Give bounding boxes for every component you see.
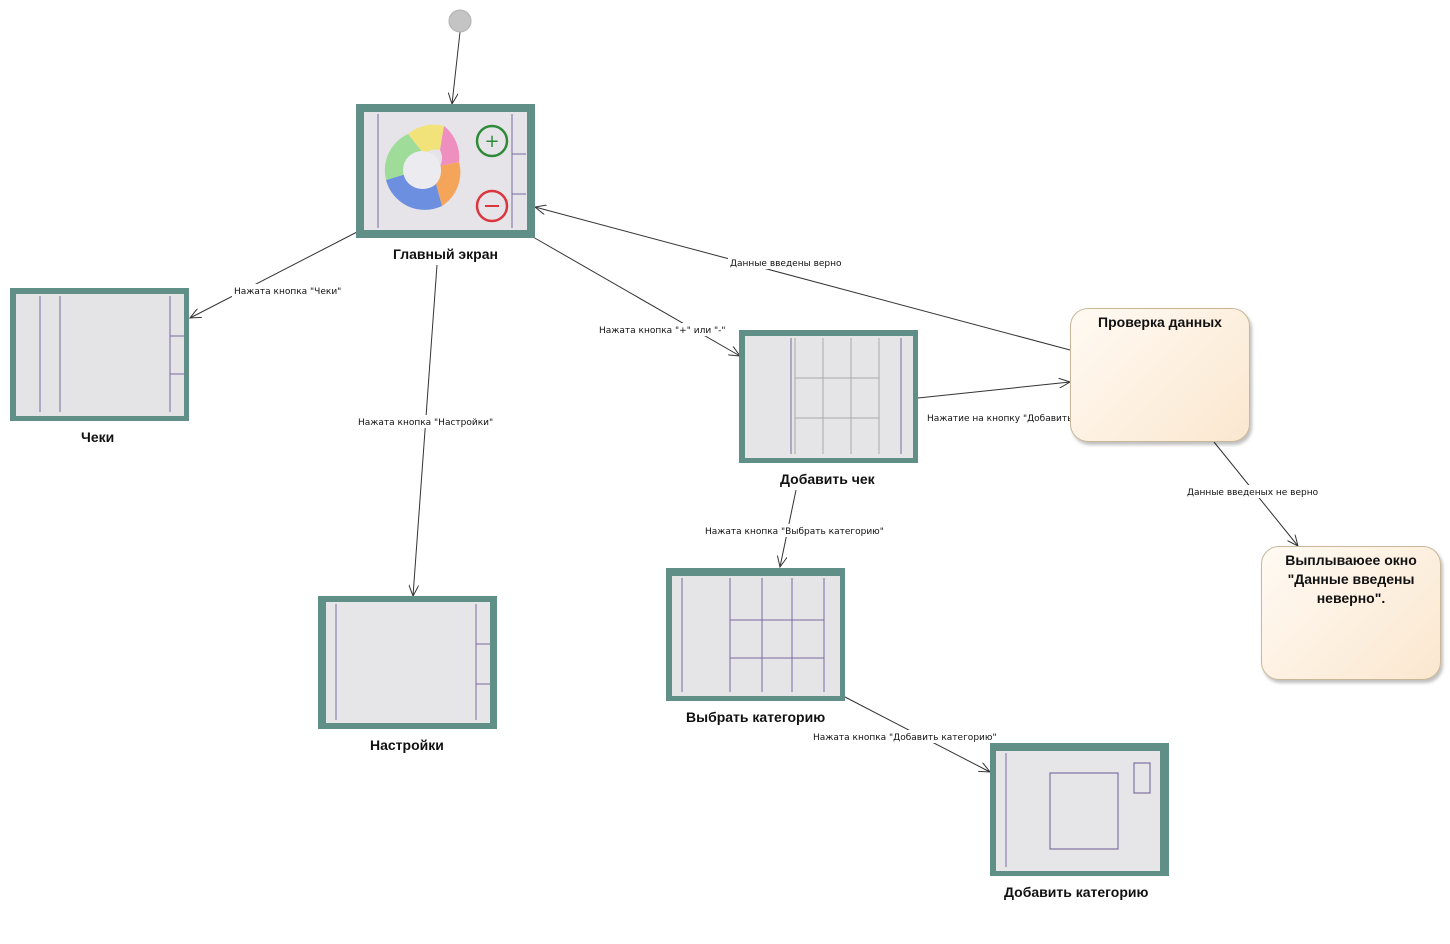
edge-label-data-bad: Данные введеных не верно: [1187, 488, 1319, 498]
node-caption-choose-category: Выбрать категорию: [686, 709, 826, 725]
choose-category-screen-photo: [666, 568, 845, 701]
edge-label-press-add: Нажатие на кнопку "Добавить": [927, 414, 1077, 424]
add-category-screen-photo: [990, 743, 1169, 876]
edge-start-to-main: [452, 31, 461, 104]
edge-main-to-settings: [413, 264, 438, 596]
node-caption-add-check: Добавить чек: [780, 471, 875, 487]
edge-label-data-ok: Данные введены верно: [730, 259, 842, 269]
node-caption-main: Главный экран: [393, 246, 498, 262]
edge-validate-to-main: [535, 207, 1071, 351]
edge-label-to-checks: Нажата кнопка "Чеки": [234, 287, 341, 297]
state-error-popup: Выплываюее окно "Данные введены неверно"…: [1261, 546, 1441, 680]
edge-label-to-add-check: Нажата кнопка "+" или "-": [599, 326, 726, 336]
node-caption-add-category: Добавить категорию: [1004, 884, 1149, 900]
edge-label-to-choose-category: Нажата кнопка "Выбрать категорию": [705, 527, 884, 537]
main-screen-photo: +: [356, 104, 535, 238]
edge-main-to-add-check: [532, 236, 740, 356]
edge-add-check-to-validate: [917, 382, 1070, 399]
edge-main-to-checks: [190, 231, 358, 318]
node-caption-settings: Настройки: [370, 737, 444, 753]
node-caption-checks: Чеки: [81, 429, 115, 445]
state-validate-data: Проверка данных: [1070, 308, 1250, 442]
state-validate-label: Проверка данных: [1098, 314, 1222, 330]
svg-text:+: +: [484, 131, 499, 152]
edge-label-to-settings: Нажата кнопка "Настройки": [358, 418, 493, 428]
add-check-screen-photo: [739, 330, 918, 463]
edge-label-to-add-category: Нажата кнопка "Добавить категорию": [813, 733, 997, 743]
start-node: [448, 9, 472, 33]
settings-screen-photo: [318, 596, 497, 729]
checks-screen-photo: [10, 288, 189, 421]
state-popup-label: Выплываюее окно "Данные введены неверно"…: [1285, 552, 1417, 606]
